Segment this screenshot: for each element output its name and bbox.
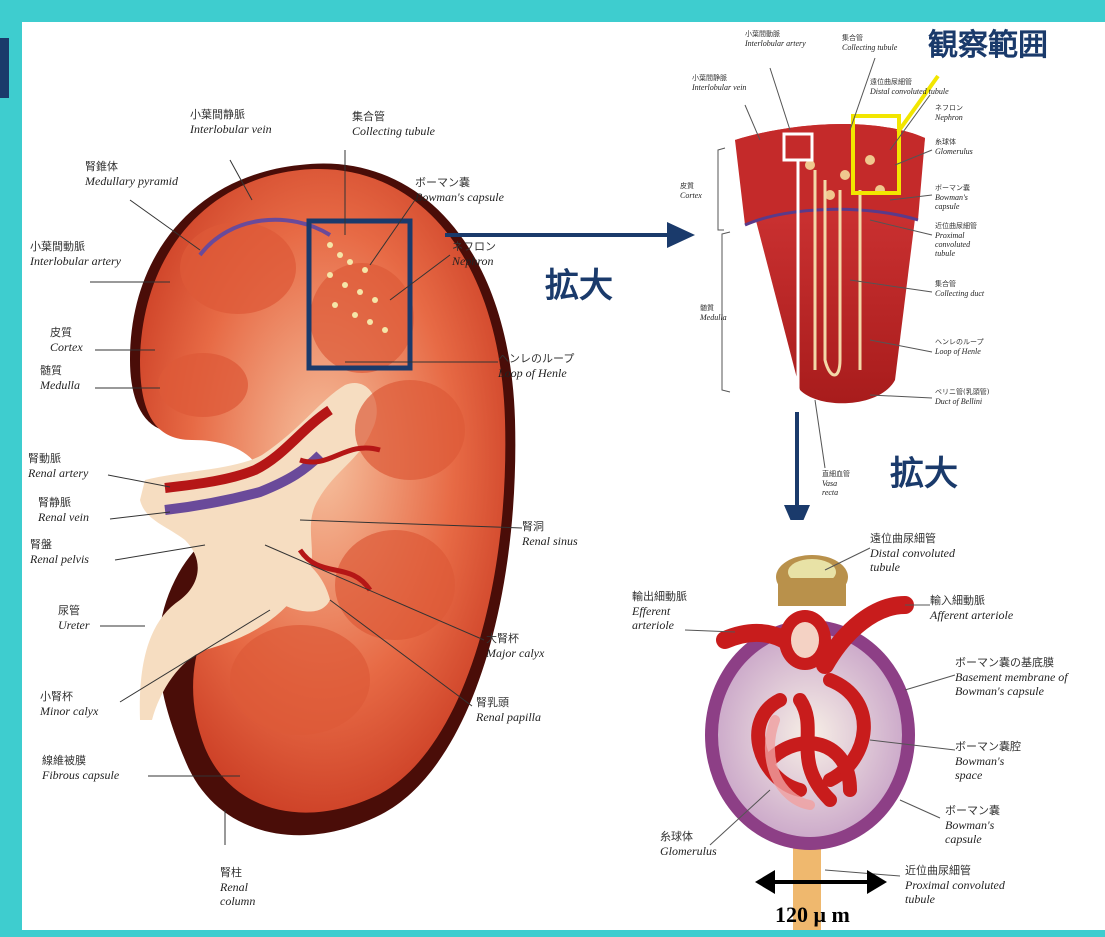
scale-bar-label: 120 μ m (775, 902, 850, 928)
glomerulus-illustration (620, 520, 1105, 930)
medullary-pyramid-5 (335, 530, 455, 640)
magnify-label-1: 拡大 (545, 258, 613, 307)
medullary-pyramid-1 (180, 222, 296, 314)
observation-range-title: 観察範囲 (928, 20, 1048, 64)
medullary-pyramid-6 (230, 625, 370, 735)
wedge-illustration (718, 76, 938, 412)
medullary-pyramid-4 (355, 380, 465, 480)
medullary-pyramid-3 (158, 353, 248, 417)
magnify-arrow-down (784, 412, 810, 535)
magnify-label-2: 拡大 (890, 446, 958, 495)
wedge-label-duct-of-bellini: ベリニ管(乳頭管)Duct of Bellini (935, 388, 989, 406)
medullary-pyramid-2 (310, 263, 414, 373)
